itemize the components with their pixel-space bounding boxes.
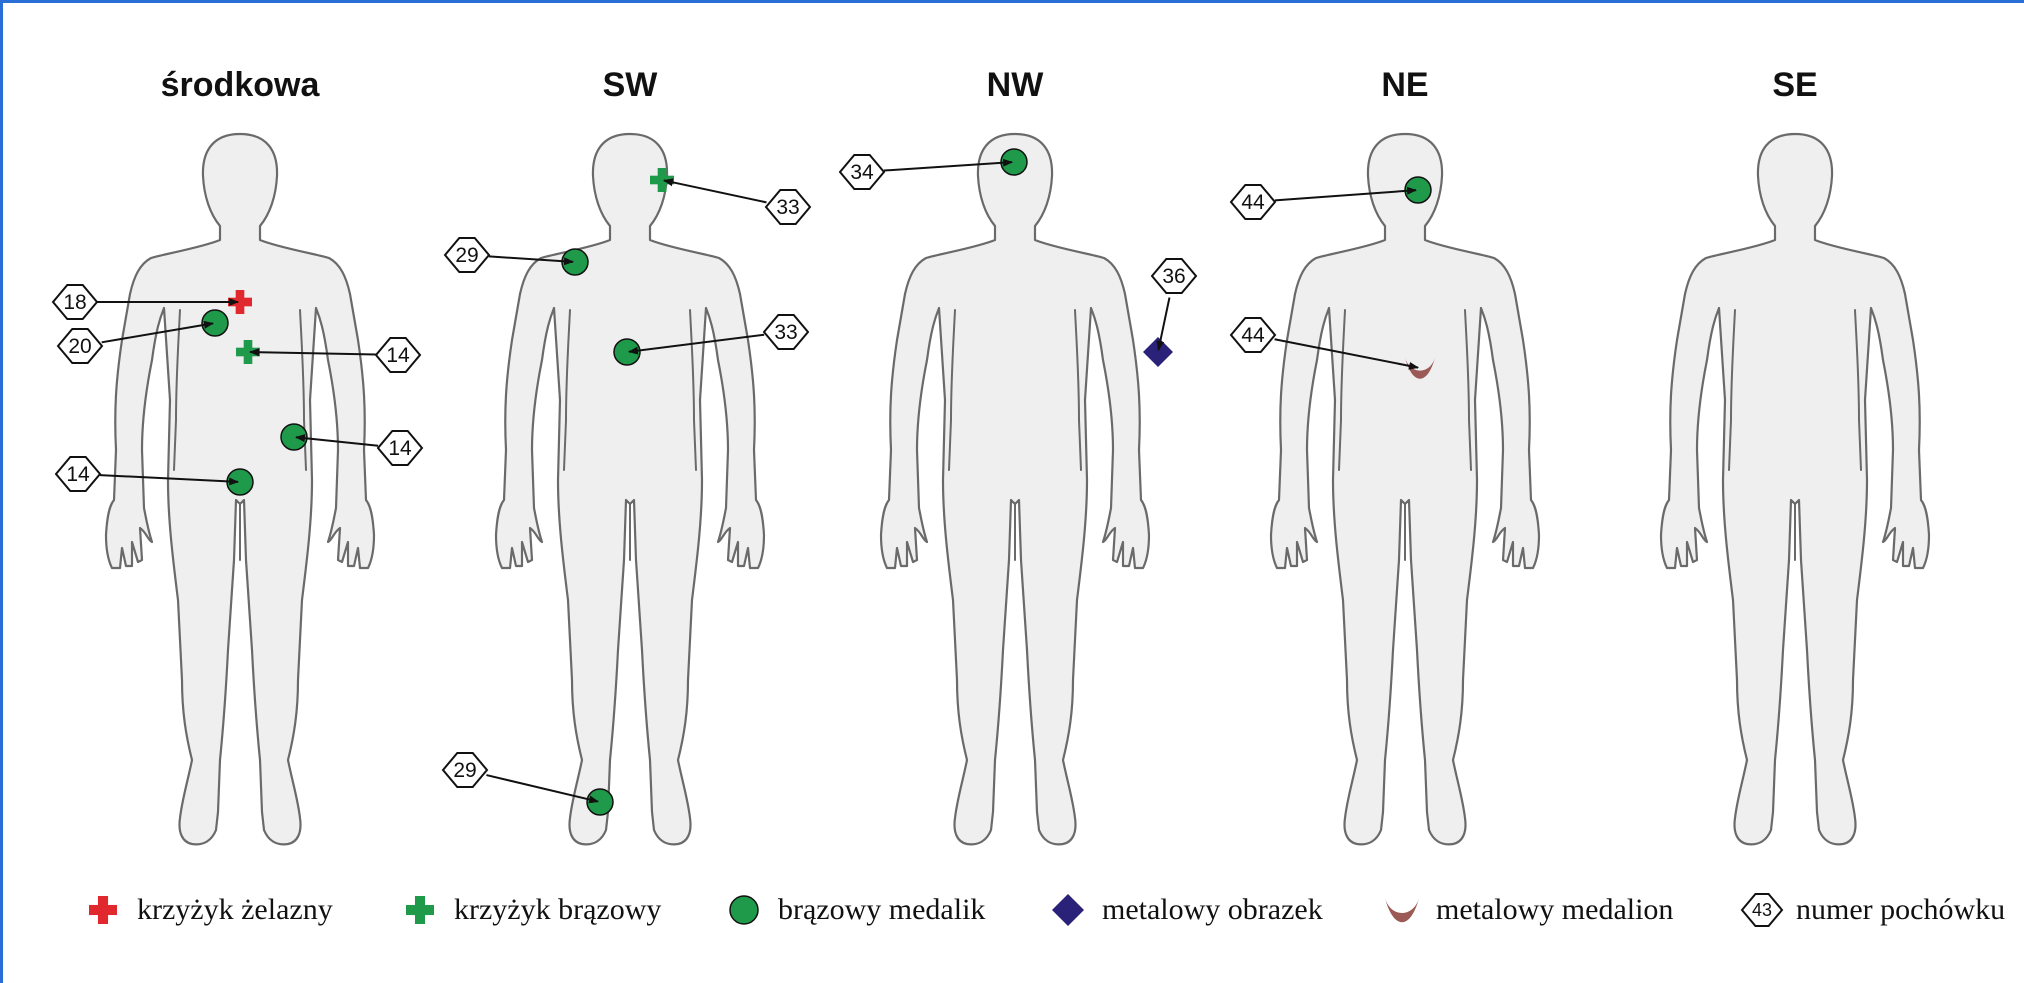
legend-item: metalowy obrazek — [1052, 893, 1323, 926]
figure-title: NE — [1381, 66, 1428, 104]
burial-marker: 36 — [1143, 259, 1196, 367]
figure-2: SW 33 29 33 29 — [443, 66, 810, 844]
burial-number-label: 34 — [840, 155, 884, 189]
hexagon-icon: 43 — [1742, 894, 1782, 926]
figure-4: NE 44 44 — [1231, 66, 1539, 844]
legend-label: metalowy obrazek — [1102, 893, 1323, 926]
legend: krzyżyk żelazny krzyżyk brązowy brązowy me… — [89, 893, 2005, 926]
burial-number: 29 — [453, 759, 476, 782]
human-silhouette — [496, 134, 764, 844]
figure-1: środkowa 18 20 14 14 14 — [53, 66, 422, 844]
legend-item: krzyżyk brązowy — [406, 893, 661, 926]
human-silhouette — [881, 134, 1149, 844]
legend-sample-number: 43 — [1752, 900, 1772, 920]
legend-label: metalowy medalion — [1436, 893, 1673, 926]
legend-item: metalowy medalion — [1385, 893, 1673, 926]
figure-title: NW — [987, 66, 1045, 104]
navy-diamond-icon — [1143, 337, 1173, 367]
burial-number: 29 — [455, 244, 478, 267]
green-circle-icon — [730, 896, 758, 924]
legend-item: 43 numer pochówku — [1742, 893, 2005, 926]
burial-number: 14 — [66, 463, 90, 486]
burial-number: 36 — [1162, 265, 1185, 288]
burial-number-label: 33 — [764, 315, 808, 349]
green-cross-icon — [406, 896, 434, 924]
figure-title: SW — [603, 66, 659, 104]
burial-number: 33 — [774, 321, 797, 344]
burial-number-label: 44 — [1231, 185, 1275, 219]
navy-diamond-icon — [1052, 894, 1084, 926]
burial-number: 33 — [776, 196, 799, 219]
burial-number: 14 — [388, 437, 412, 460]
burial-number: 34 — [850, 161, 874, 184]
burial-number-label: 14 — [56, 457, 100, 491]
burial-number-label: 33 — [766, 190, 810, 224]
legend-item: brązowy medalik — [730, 893, 985, 926]
figure-title: SE — [1772, 66, 1817, 104]
figure-3: NW 34 36 — [840, 66, 1196, 844]
burial-number: 14 — [386, 344, 410, 367]
legend-label: brązowy medalik — [778, 893, 985, 926]
burial-number-label: 44 — [1231, 318, 1275, 352]
green-circle-icon — [614, 339, 640, 365]
burial-number-label: 14 — [376, 338, 420, 372]
crescent-icon — [1385, 898, 1419, 922]
legend-label: krzyżyk żelazny — [137, 893, 333, 926]
burial-number-label: 36 — [1152, 259, 1196, 293]
green-circle-icon — [587, 789, 613, 815]
burial-number: 18 — [63, 291, 86, 314]
burial-marker: 29 — [445, 238, 588, 275]
human-silhouette — [1271, 134, 1539, 844]
red-cross-icon — [89, 896, 117, 924]
legend-label: krzyżyk brązowy — [454, 893, 661, 926]
leader-arrow — [1158, 298, 1169, 351]
figure-title: środkowa — [161, 66, 321, 104]
figure-5: SE — [1661, 66, 1929, 844]
burial-number: 20 — [68, 335, 91, 358]
leader-arrow — [664, 180, 767, 202]
legend-item: krzyżyk żelazny — [89, 893, 333, 926]
burial-number-label: 20 — [58, 329, 102, 363]
burial-number: 44 — [1241, 191, 1265, 214]
burial-marker: 33 — [650, 168, 810, 224]
green-circle-icon — [202, 310, 228, 336]
burial-number-label: 29 — [445, 238, 489, 272]
burial-number-label: 18 — [53, 285, 97, 319]
burial-number-label: 29 — [443, 753, 487, 787]
legend-label: numer pochówku — [1796, 893, 2005, 926]
burial-number-label: 14 — [378, 431, 422, 465]
human-silhouette — [1661, 134, 1929, 844]
burial-number: 44 — [1241, 324, 1265, 347]
figures-layer: środkowa 18 20 14 14 14 SW 33 29 33 29 NW 34 36 NE 44 44… — [53, 66, 1929, 844]
